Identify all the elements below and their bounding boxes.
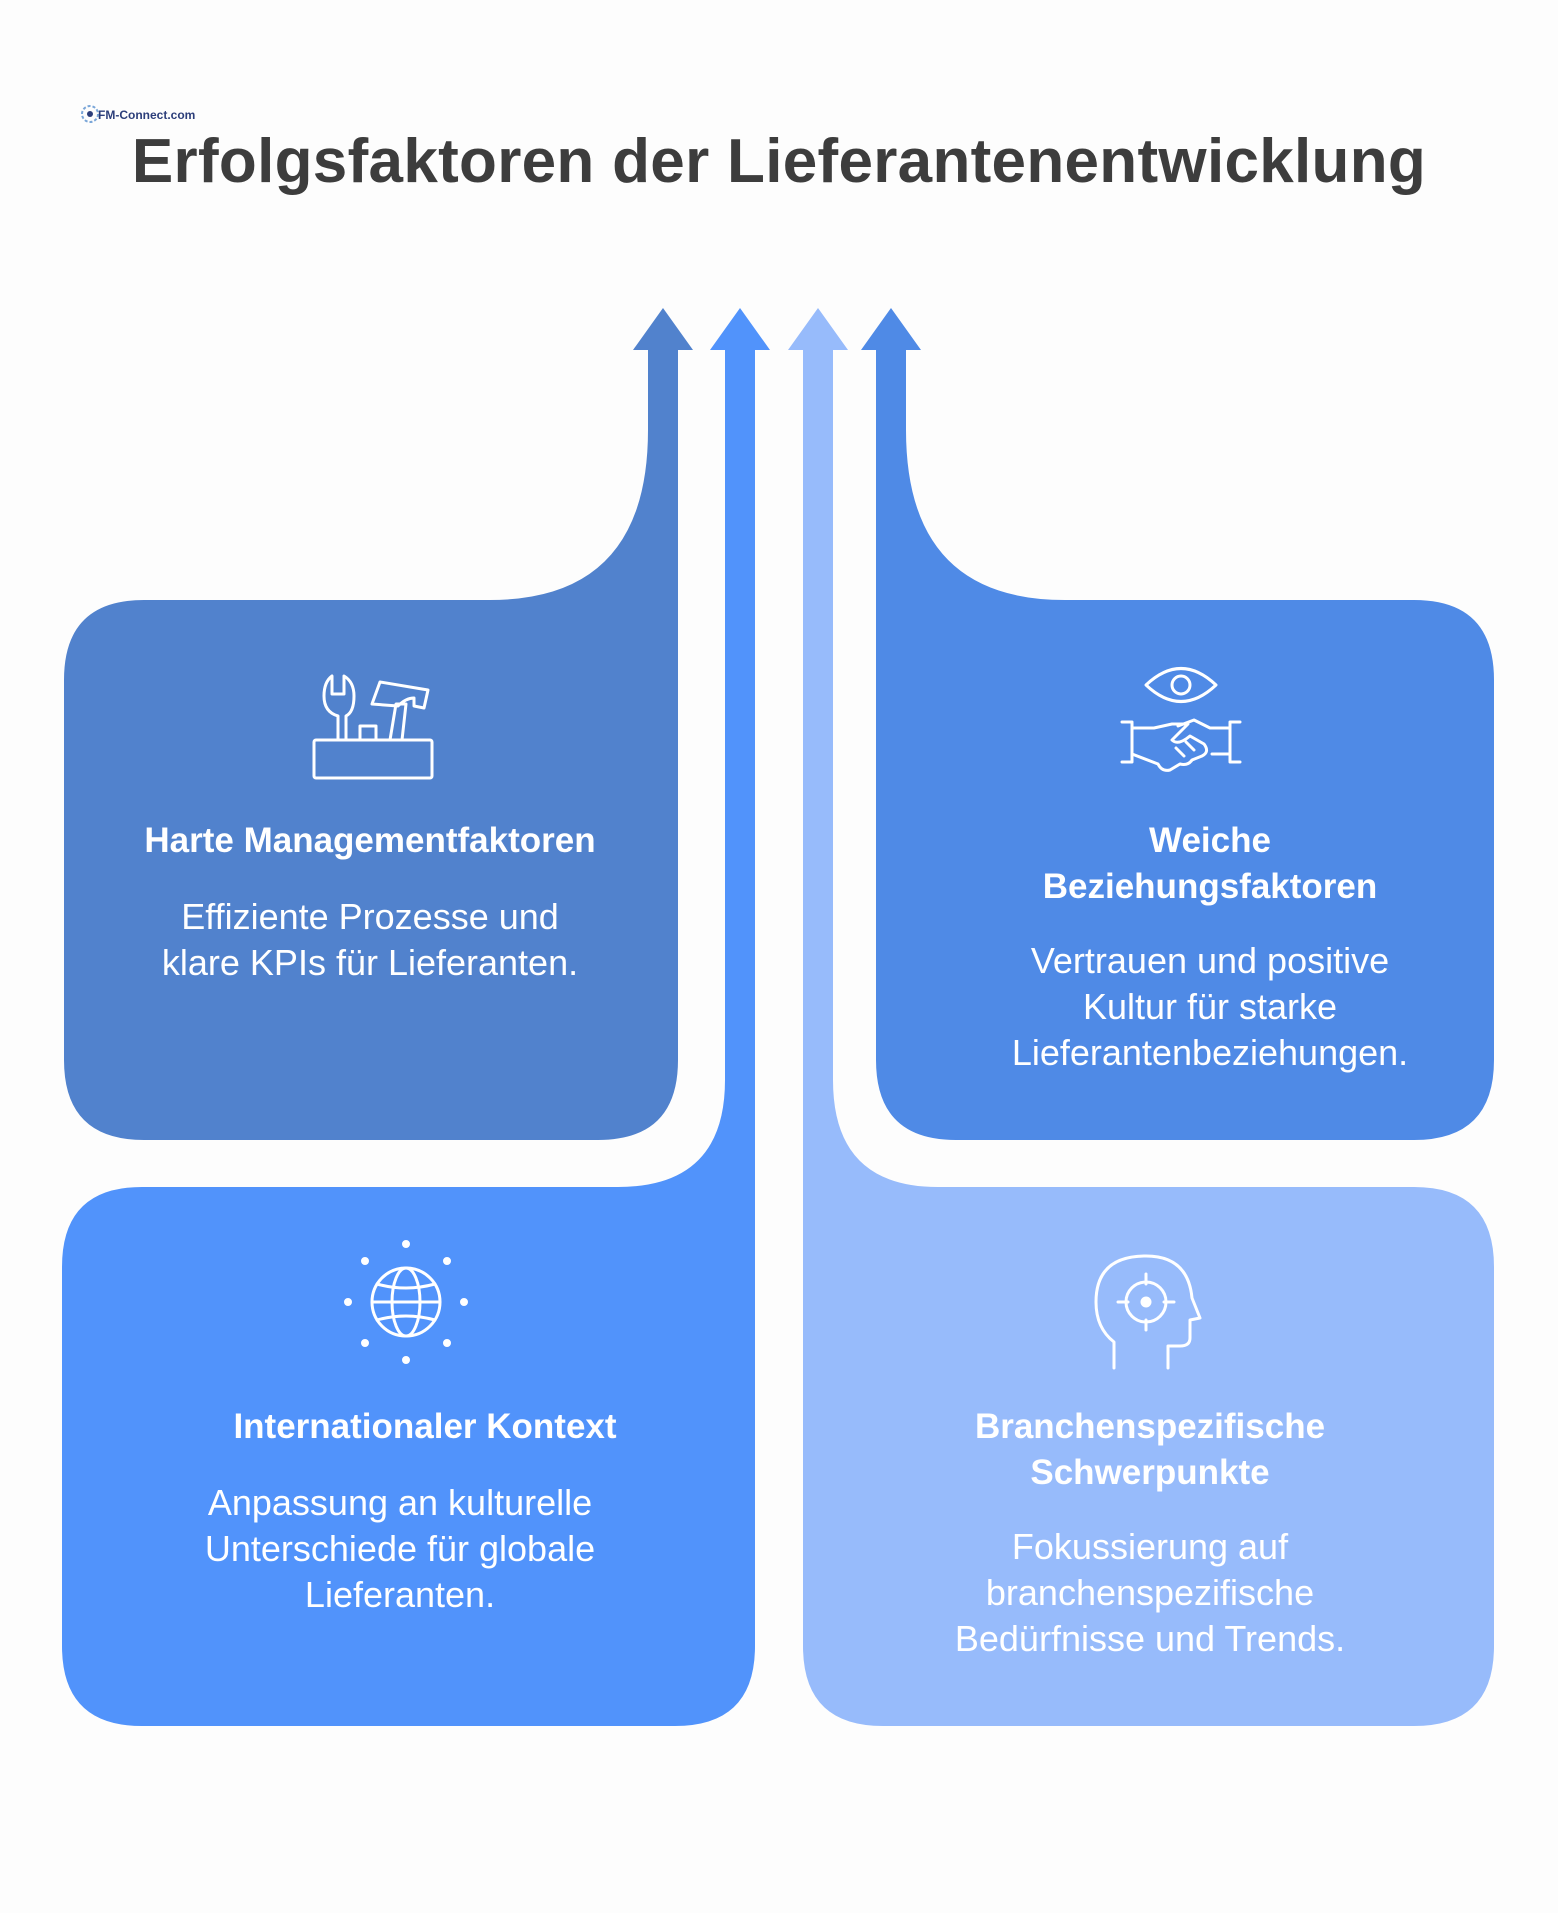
head-target-icon (1094, 1254, 1202, 1370)
globe-icon (344, 1240, 468, 1364)
card-title: Branchenspezifische Schwerpunkte (974, 1407, 1326, 1492)
card-description: Fokussierung auf branchenspezifische Bed… (954, 1526, 1346, 1659)
card-title: Weiche Beziehungsfaktoren (1042, 821, 1378, 906)
card-international: Internationaler Kontext Anpassung an kul… (150, 1404, 670, 1618)
logo-icon (81, 105, 99, 123)
card-branche-shape (788, 308, 1494, 1726)
card-harte: Harte Managementfaktoren Effiziente Proz… (110, 818, 630, 986)
handshake-eye-icon (1120, 667, 1242, 772)
page-title: Erfolgsfaktoren der Lieferantenentwicklu… (131, 127, 1427, 196)
card-title: Internationaler Kontext (233, 1407, 617, 1446)
toolbox-icon (312, 674, 434, 780)
card-description: Vertrauen und positive Kultur für starke… (1011, 940, 1409, 1073)
logo-text: FM-Connect.com (98, 108, 196, 122)
card-description: Effiziente Prozesse und klare KPIs für L… (161, 896, 579, 983)
logo: FM-Connect.com (80, 100, 195, 140)
card-title: Harte Managementfaktoren (144, 821, 596, 860)
card-harte-shape (64, 308, 693, 1140)
card-description: Anpassung an kulturelle Unterschiede für… (204, 1482, 596, 1615)
card-weiche: Weiche Beziehungsfaktoren Vertrauen und … (1000, 818, 1420, 1076)
card-branche: Branchenspezifische Schwerpunkte Fokussi… (930, 1404, 1370, 1662)
card-international-shape (62, 308, 770, 1726)
